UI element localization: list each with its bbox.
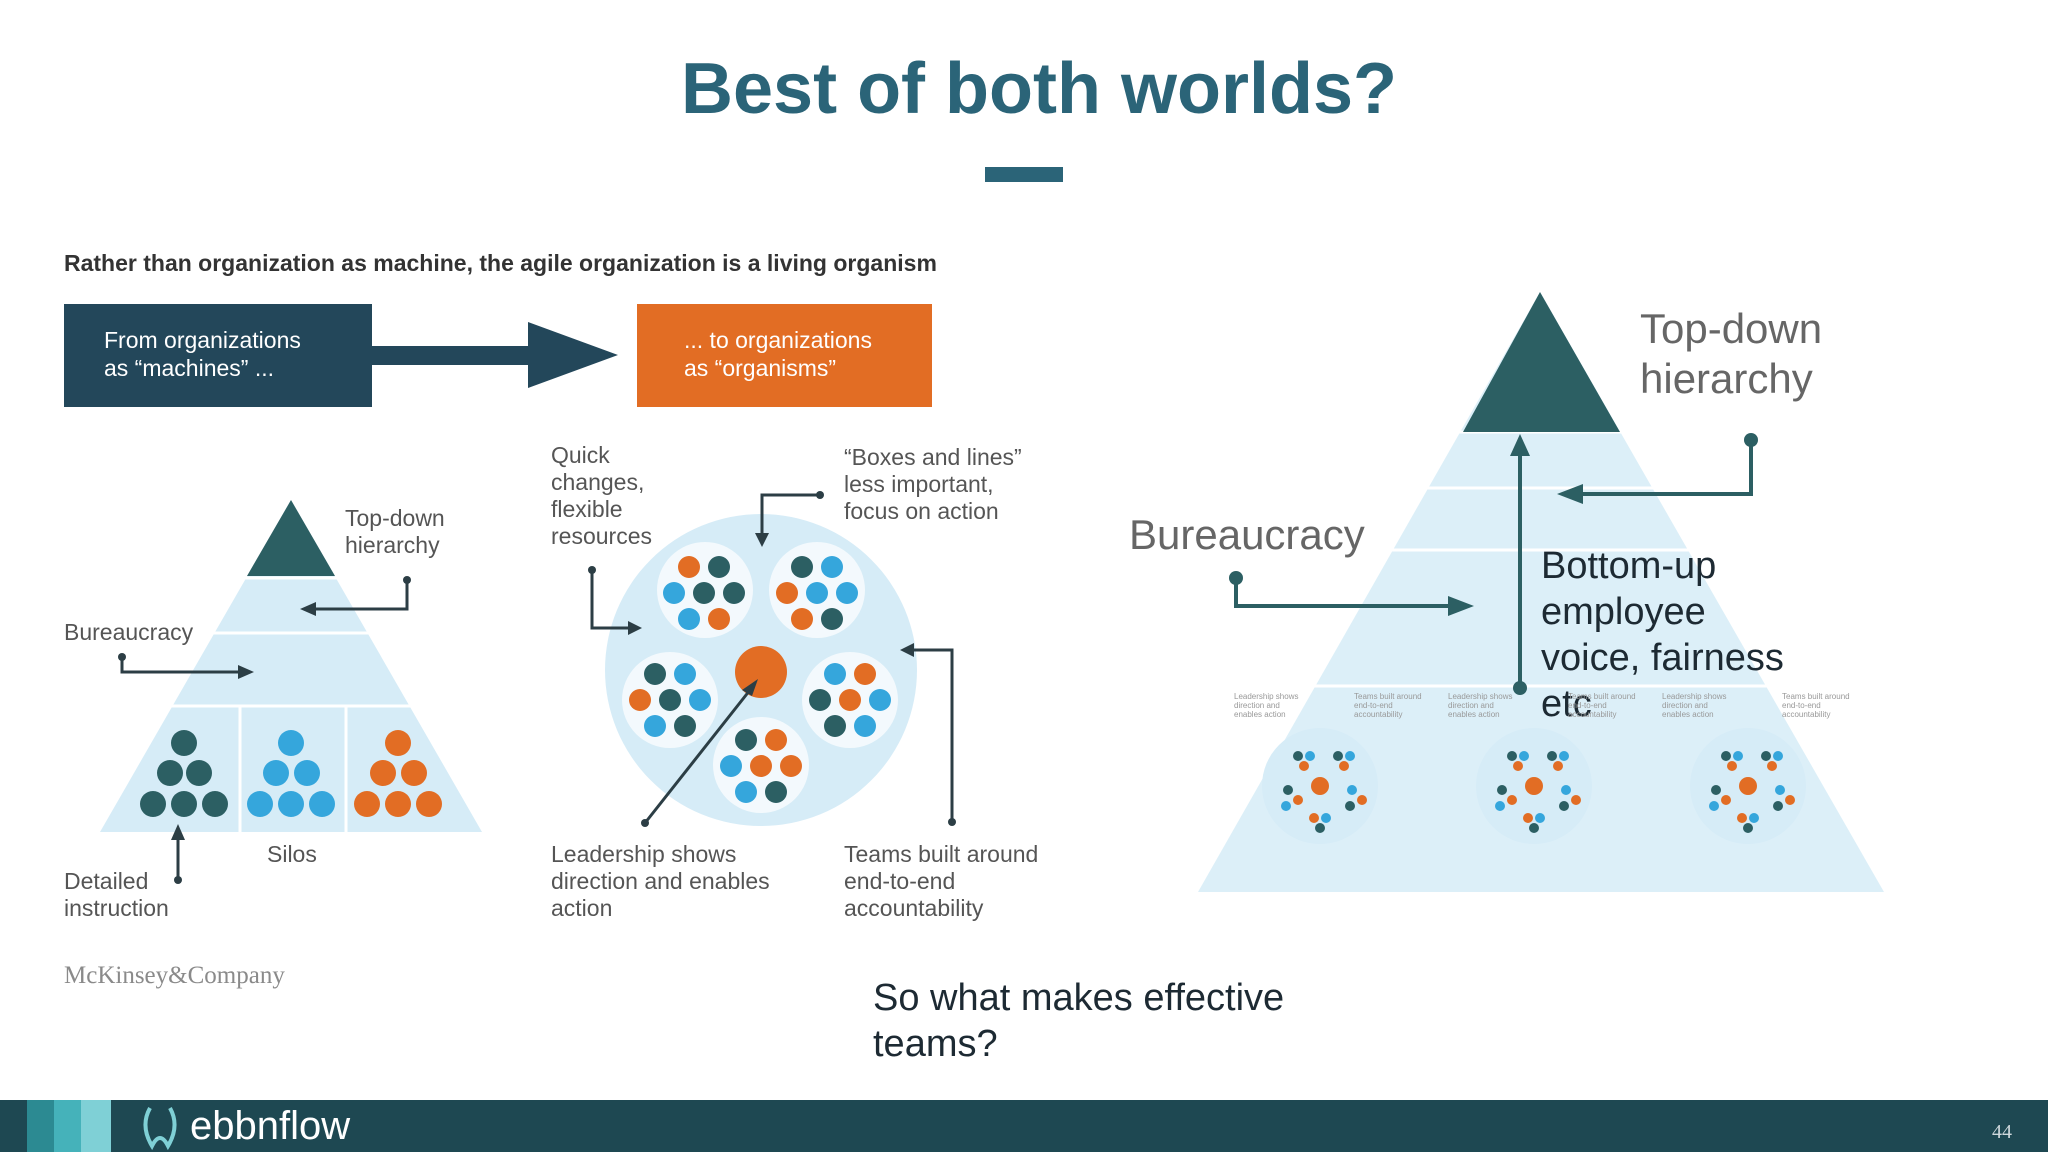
boxes-lines-label: “Boxes and lines” less important, focus … — [844, 444, 1022, 524]
detailed-instruction-label: Detailed instruction — [64, 868, 169, 921]
leadership-core — [735, 646, 787, 698]
mini-organism-2 — [1476, 728, 1592, 844]
logo-mark-icon — [143, 1107, 177, 1151]
silos-label: Silos — [267, 841, 317, 867]
transition-arrow — [372, 322, 618, 388]
mini-organism-3 — [1690, 728, 1806, 844]
mini-teams-label-2: Teams built around end-to-end accountabi… — [1568, 692, 1636, 719]
top-down-triangle — [247, 500, 335, 576]
from-machines-label: From organizations as “machines” ... — [104, 327, 301, 381]
silo-dots-blue — [247, 730, 335, 817]
source-logo: McKinsey&Company — [64, 962, 285, 989]
top-down-label: Top-down hierarchy — [345, 505, 445, 558]
page-number: 44 — [1992, 1121, 2012, 1143]
combined-callouts — [1234, 440, 1753, 686]
graphic-caption: Rather than organization as machine, the… — [64, 250, 937, 276]
to-organisms-box: ... to organizations as “organisms” — [637, 304, 932, 407]
mini-teams-label-1: Teams built around end-to-end accountabi… — [1354, 692, 1422, 719]
top-down-callout — [312, 580, 409, 611]
quick-changes-label: Quick changes, flexible resources — [551, 442, 652, 549]
bureaucracy-callout — [120, 657, 240, 674]
silo-dots-dark — [140, 730, 228, 817]
organism-callouts — [590, 493, 954, 824]
leadership-label: Leadership shows direction and enables a… — [551, 841, 770, 921]
to-organisms-label: ... to organizations as “organisms” — [684, 327, 872, 381]
teams-label: Teams built around end-to-end accountabi… — [844, 841, 1039, 921]
mini-leadership-label-1: Leadership shows direction and enables a… — [1234, 692, 1299, 719]
right-bureaucracy-label: Bureaucracy — [1129, 511, 1365, 558]
from-machines-box: From organizations as “machines” ... — [64, 304, 372, 407]
top-down-triangle-large — [1463, 292, 1620, 432]
mini-teams-label-3: Teams built around end-to-end accountabi… — [1782, 692, 1850, 719]
silo-dots-orange — [354, 730, 442, 817]
slide-title: Best of both worlds? — [681, 49, 1397, 129]
bureaucracy-label: Bureaucracy — [64, 619, 194, 645]
bottom-up-label: Bottom-up employee voice, fairness etc — [1541, 545, 1784, 725]
right-top-down-label: Top-down hierarchy — [1640, 305, 1823, 402]
machine-pyramid — [100, 500, 482, 832]
mini-leadership-label-3: Leadership shows direction and enables a… — [1662, 692, 1727, 719]
organism-team-dots — [629, 556, 891, 803]
effective-teams-question: So what makes effective teams? — [873, 977, 1285, 1065]
footer-bar — [0, 1100, 2048, 1152]
mini-leadership-label-2: Leadership shows direction and enables a… — [1448, 692, 1513, 719]
mini-organism-1 — [1262, 728, 1378, 844]
ebbnflow-logo: ebbnflow — [190, 1104, 351, 1148]
title-underline — [985, 167, 1063, 182]
